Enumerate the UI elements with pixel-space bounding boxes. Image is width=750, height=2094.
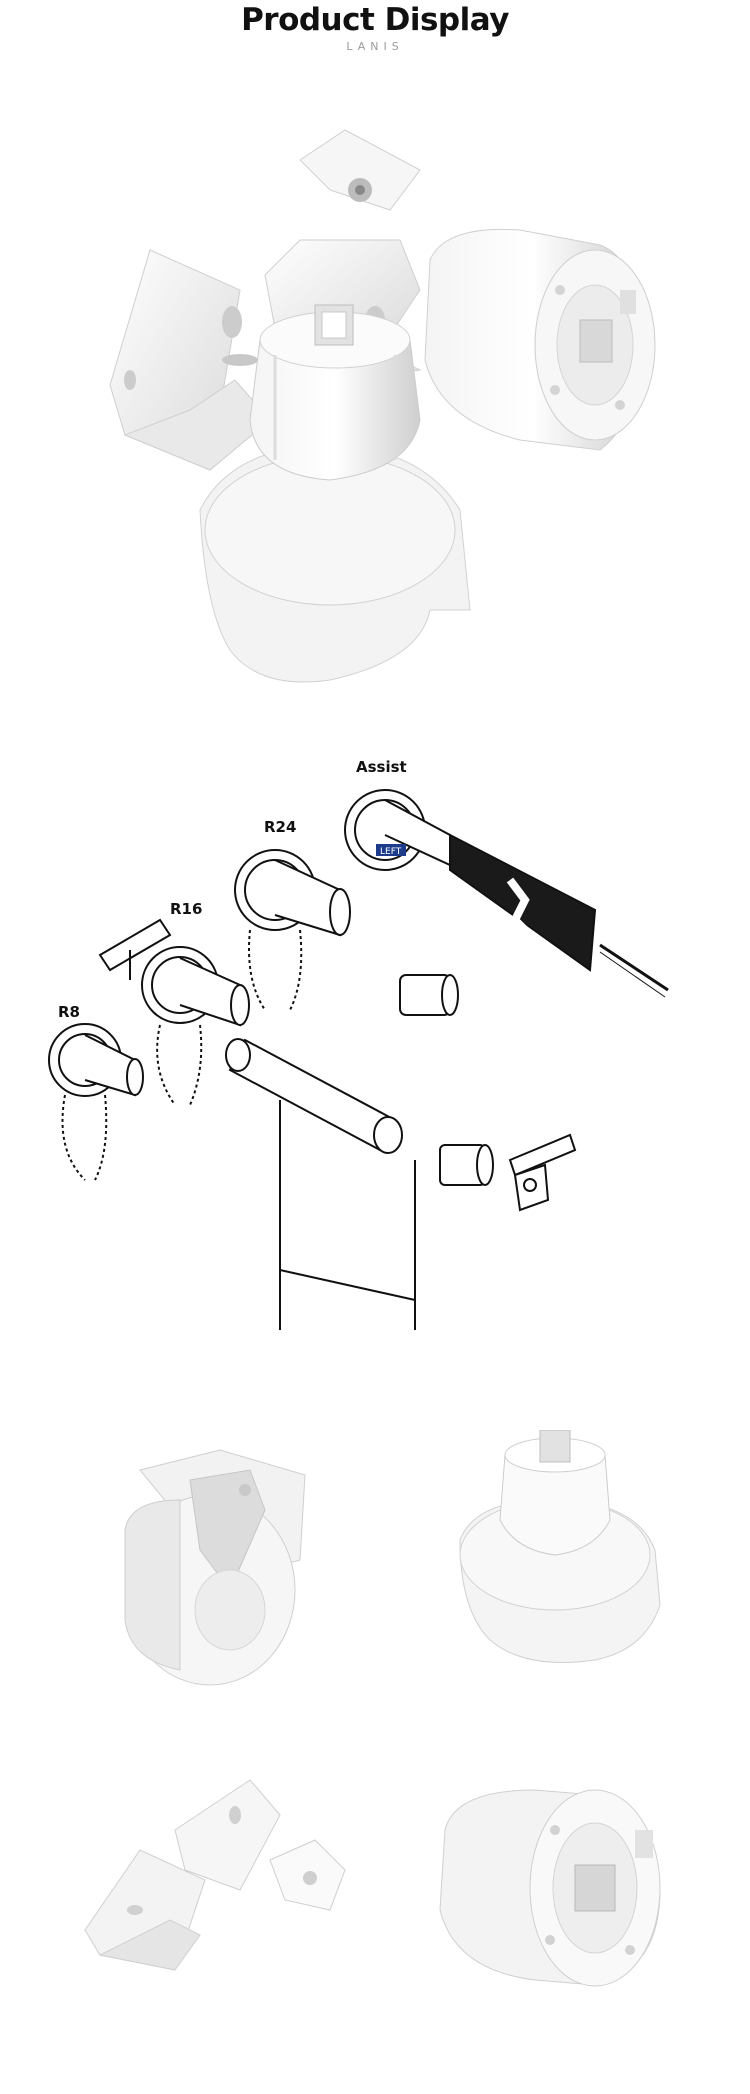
assist-spring-icon: LEFT [344, 789, 669, 998]
label-assist: Assist [356, 758, 407, 776]
product-photo-mounting-brackets [80, 1760, 370, 1990]
left-tag: LEFT [380, 847, 402, 857]
page-title: Product Display [241, 2, 509, 38]
roller-tube-icon [225, 1038, 416, 1330]
product-photo-components-set [0, 90, 750, 720]
page-header: Product Display LANIS [0, 0, 750, 62]
connector-icon [399, 974, 459, 1016]
end-plug-icon [424, 228, 656, 451]
r16-clutch-icon [141, 946, 250, 1106]
r24-clutch-icon [234, 849, 351, 1011]
label-r8: R8 [58, 1003, 80, 1021]
end-plug-bracket-icon [439, 1133, 577, 1212]
product-photo-clutch-with-bracket [100, 1420, 340, 1700]
exploded-diagram: R8 R16 R24 Assist LEFT [0, 740, 750, 1340]
brand-subtitle: LANIS [346, 40, 404, 53]
product-photo-tube-end-plug [425, 1770, 685, 2000]
left-bracket-icon [109, 249, 271, 471]
label-r24: R24 [264, 818, 296, 836]
r8-clutch-icon [48, 1023, 144, 1181]
clutch-icon [199, 304, 471, 683]
small-bracket-icon [98, 918, 172, 980]
label-r16: R16 [170, 900, 202, 918]
product-photo-clutch-sprocket [445, 1430, 675, 1680]
